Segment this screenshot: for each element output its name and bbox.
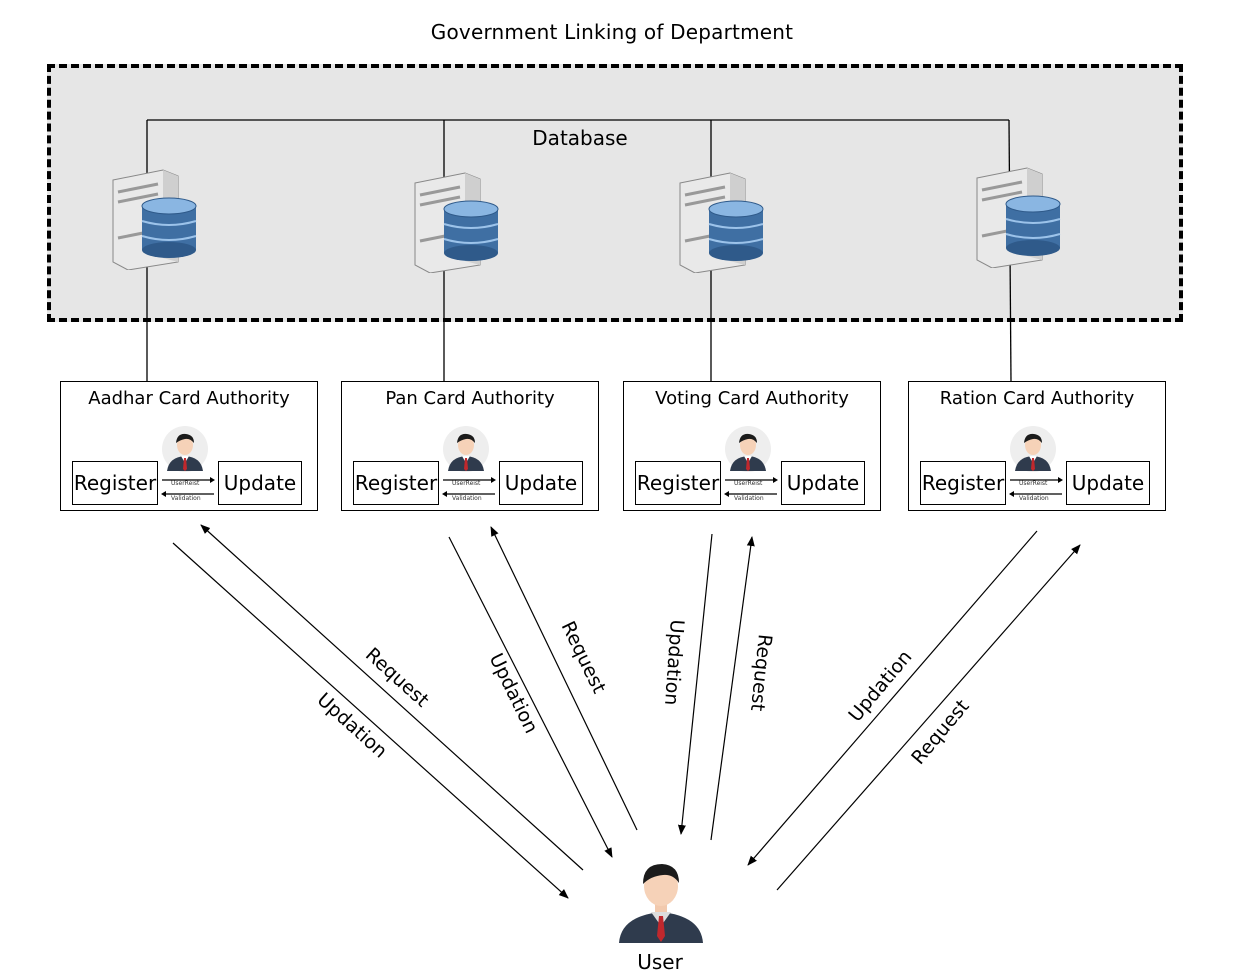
ration-updation-arrow xyxy=(747,530,1038,866)
pan-request-label: Request xyxy=(557,618,611,697)
pan-request-arrow xyxy=(490,526,638,831)
officer-avatar-icon xyxy=(725,426,771,472)
officer-avatar-icon xyxy=(1010,426,1056,472)
database-label: Database xyxy=(532,126,628,150)
validation-label: Validation xyxy=(734,495,764,502)
update-box: Update xyxy=(499,461,583,505)
database-server-icon xyxy=(976,167,1061,268)
register-update-arrows xyxy=(724,477,778,497)
validation-label: Validation xyxy=(452,495,482,502)
validation-label: Validation xyxy=(1019,495,1049,502)
update-box: Update xyxy=(781,461,865,505)
register-box: Register xyxy=(353,461,439,505)
officer-avatar-icon xyxy=(162,426,208,472)
userreist-label: UserReist xyxy=(171,480,200,487)
validation-label: Validation xyxy=(171,495,201,502)
database-server-icon xyxy=(414,172,499,273)
register-box: Register xyxy=(920,461,1006,505)
aadhar-request-arrow xyxy=(200,524,584,871)
update-box: Update xyxy=(218,461,302,505)
update-box: Update xyxy=(1066,461,1150,505)
voting-updation-arrow xyxy=(677,533,713,835)
database-server-icon xyxy=(679,172,764,273)
voting-card-authority-box: Voting Card Authority Register Update Us… xyxy=(623,381,881,511)
register-update-arrows xyxy=(1009,477,1063,497)
userreist-label: UserReist xyxy=(452,480,481,487)
authority-title: Pan Card Authority xyxy=(385,388,555,409)
pan-updation-arrow xyxy=(448,536,613,858)
user-icon xyxy=(619,864,703,943)
user-label: User xyxy=(637,950,683,974)
diagram-title: Government Linking of Department xyxy=(430,20,794,44)
ration-updation-label: Updation xyxy=(844,646,916,726)
aadhar-updation-label: Updation xyxy=(313,689,392,763)
pan-card-authority-box: Pan Card Authority Register Update UserR… xyxy=(341,381,599,511)
aadhar-updation-arrow xyxy=(172,542,569,899)
register-box: Register xyxy=(72,461,158,505)
ration-request-label: Request xyxy=(907,696,973,769)
authority-title: Voting Card Authority xyxy=(655,388,849,409)
userreist-label: UserReist xyxy=(1019,480,1048,487)
aadhar-card-authority-box: Aadhar Card Authority Register Update Us… xyxy=(60,381,318,511)
officer-avatar-icon xyxy=(443,426,489,472)
voting-request-label: Request xyxy=(746,633,776,712)
register-update-arrows xyxy=(442,477,496,497)
ration-card-authority-box: Ration Card Authority Register Update Us… xyxy=(908,381,1166,511)
database-server-icon xyxy=(112,169,197,270)
ration-request-arrow xyxy=(776,544,1081,891)
register-box: Register xyxy=(635,461,721,505)
voting-request-arrow xyxy=(710,536,755,841)
userreist-label: UserReist xyxy=(734,480,763,487)
authority-title: Ration Card Authority xyxy=(939,388,1135,409)
voting-updation-label: Updation xyxy=(660,619,688,706)
authority-title: Aadhar Card Authority xyxy=(88,388,290,409)
register-update-arrows xyxy=(161,477,215,497)
